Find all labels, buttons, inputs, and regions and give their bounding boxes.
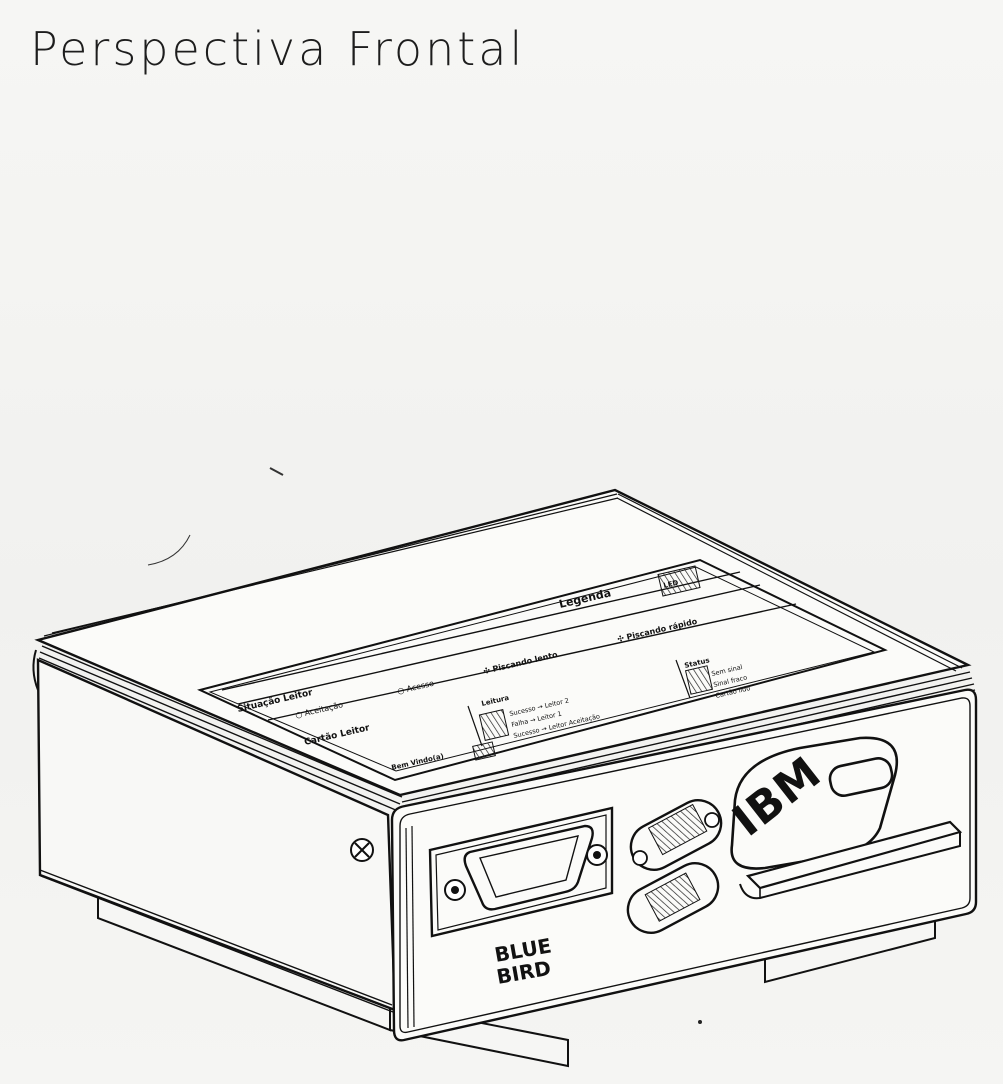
blue-bird-label: BLUE BIRD	[493, 933, 553, 989]
side-screw	[350, 838, 374, 862]
label-legend-small: LED	[663, 579, 680, 590]
led-indicator-bottom	[626, 862, 720, 934]
card-slot	[739, 820, 963, 900]
scan-mark	[147, 534, 191, 566]
card-reader-bezel: IBM	[723, 736, 899, 870]
scan-mark	[269, 467, 284, 476]
serial-port	[428, 806, 614, 938]
page-title: Perspectiva Frontal	[30, 22, 526, 76]
scan-mark	[698, 1020, 702, 1024]
led-indicator-top	[629, 799, 723, 871]
card-indicator-window	[828, 757, 894, 797]
